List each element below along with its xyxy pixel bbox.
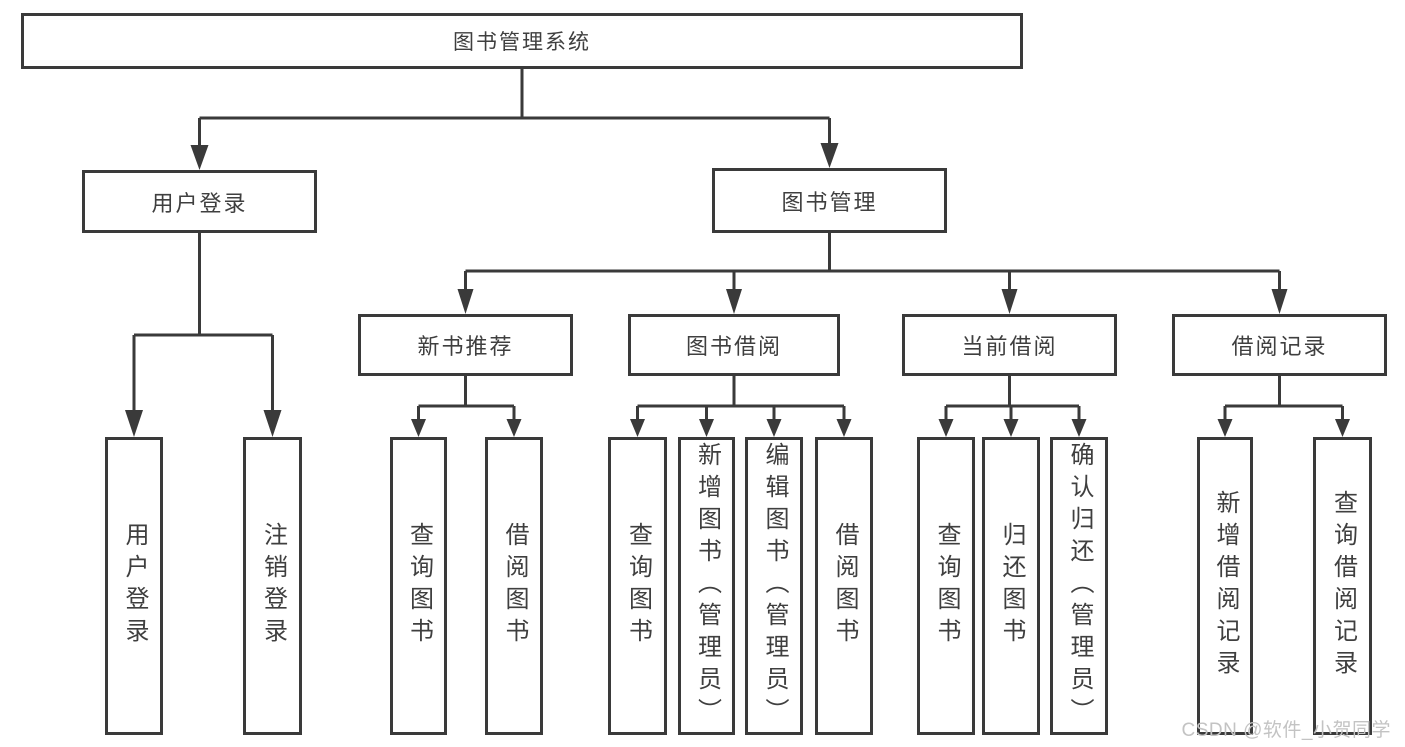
node-label: 当前借阅 <box>961 334 1058 359</box>
node-label: 借阅记录 <box>1231 334 1328 359</box>
arrowhead-root-children <box>190 143 839 170</box>
leaf-label: 查询图书 <box>933 522 960 650</box>
leaf-label: 借阅图书 <box>501 522 528 650</box>
connector-book-management-children <box>464 233 1281 291</box>
leaf-confirm-return-admin: 确认归还（管理员） <box>1050 437 1108 735</box>
node-book-management: 图书管理 <box>712 168 947 233</box>
arrowhead-user-login-children <box>125 410 282 437</box>
node-new-book-recommend: 新书推荐 <box>358 314 573 376</box>
leaf-add-book-admin: 新增图书（管理员） <box>678 437 735 735</box>
leaf-logout: 注销登录 <box>243 437 302 735</box>
leaf-label: 新增借阅记录 <box>1212 490 1239 682</box>
leaf-query-books-current: 查询图书 <box>917 437 975 735</box>
leaf-label: 借阅图书 <box>831 522 858 650</box>
leaf-label: 编辑图书（管理员） <box>761 442 788 730</box>
leaf-label: 查询图书 <box>405 522 433 650</box>
arrowhead-book-management-children <box>457 289 1288 314</box>
node-label: 图书管理 <box>781 189 878 215</box>
arrowhead-new-book-recommend-children <box>411 419 522 437</box>
leaf-label: 用户登录 <box>121 522 148 650</box>
arrowhead-book-borrowing-children <box>630 419 852 437</box>
leaf-label: 确认归还（管理员） <box>1066 442 1093 730</box>
node-label: 图书借阅 <box>685 334 782 359</box>
leaf-label: 查询借阅记录 <box>1329 490 1357 682</box>
node-user-login: 用户登录 <box>82 170 317 233</box>
leaf-label: 注销登录 <box>259 522 287 650</box>
leaf-label: 查询图书 <box>624 522 652 650</box>
connector-new-book-recommend-children <box>417 376 516 421</box>
leaf-borrow-books-recommend: 借阅图书 <box>485 437 543 735</box>
node-label: 用户登录 <box>151 190 248 216</box>
node-current-borrowing: 当前借阅 <box>902 314 1117 376</box>
node-label: 图书管理系统 <box>453 31 591 54</box>
node-book-borrowing: 图书借阅 <box>628 314 840 376</box>
connector-book-borrowing-children <box>636 376 846 421</box>
node-borrowing-records: 借阅记录 <box>1172 314 1387 376</box>
arrowhead-borrowing-records-children <box>1217 419 1350 437</box>
connector-root-to-level2 <box>198 69 831 147</box>
leaf-user-login: 用户登录 <box>105 437 163 735</box>
leaf-return-books: 归还图书 <box>982 437 1040 735</box>
leaf-edit-book-admin: 编辑图书（管理员） <box>745 437 803 735</box>
connector-current-borrowing-children <box>944 376 1081 421</box>
node-label: 新书推荐 <box>417 334 514 359</box>
leaf-query-borrow-record: 查询借阅记录 <box>1313 437 1372 735</box>
connector-borrowing-records-children <box>1223 376 1344 421</box>
leaf-label: 归还图书 <box>998 522 1025 650</box>
node-library-management-system: 图书管理系统 <box>21 13 1023 69</box>
leaf-query-books-borrowing: 查询图书 <box>608 437 667 735</box>
connector-user-login-children <box>132 233 274 412</box>
leaf-add-borrow-record: 新增借阅记录 <box>1197 437 1253 735</box>
leaf-borrow-books-borrowing: 借阅图书 <box>815 437 873 735</box>
arrowhead-current-borrowing-children <box>938 419 1087 437</box>
csdn-watermark: CSDN @软件_小贺同学 <box>1181 720 1391 741</box>
leaf-query-books-recommend: 查询图书 <box>390 437 447 735</box>
leaf-label: 新增图书（管理员） <box>693 442 721 730</box>
